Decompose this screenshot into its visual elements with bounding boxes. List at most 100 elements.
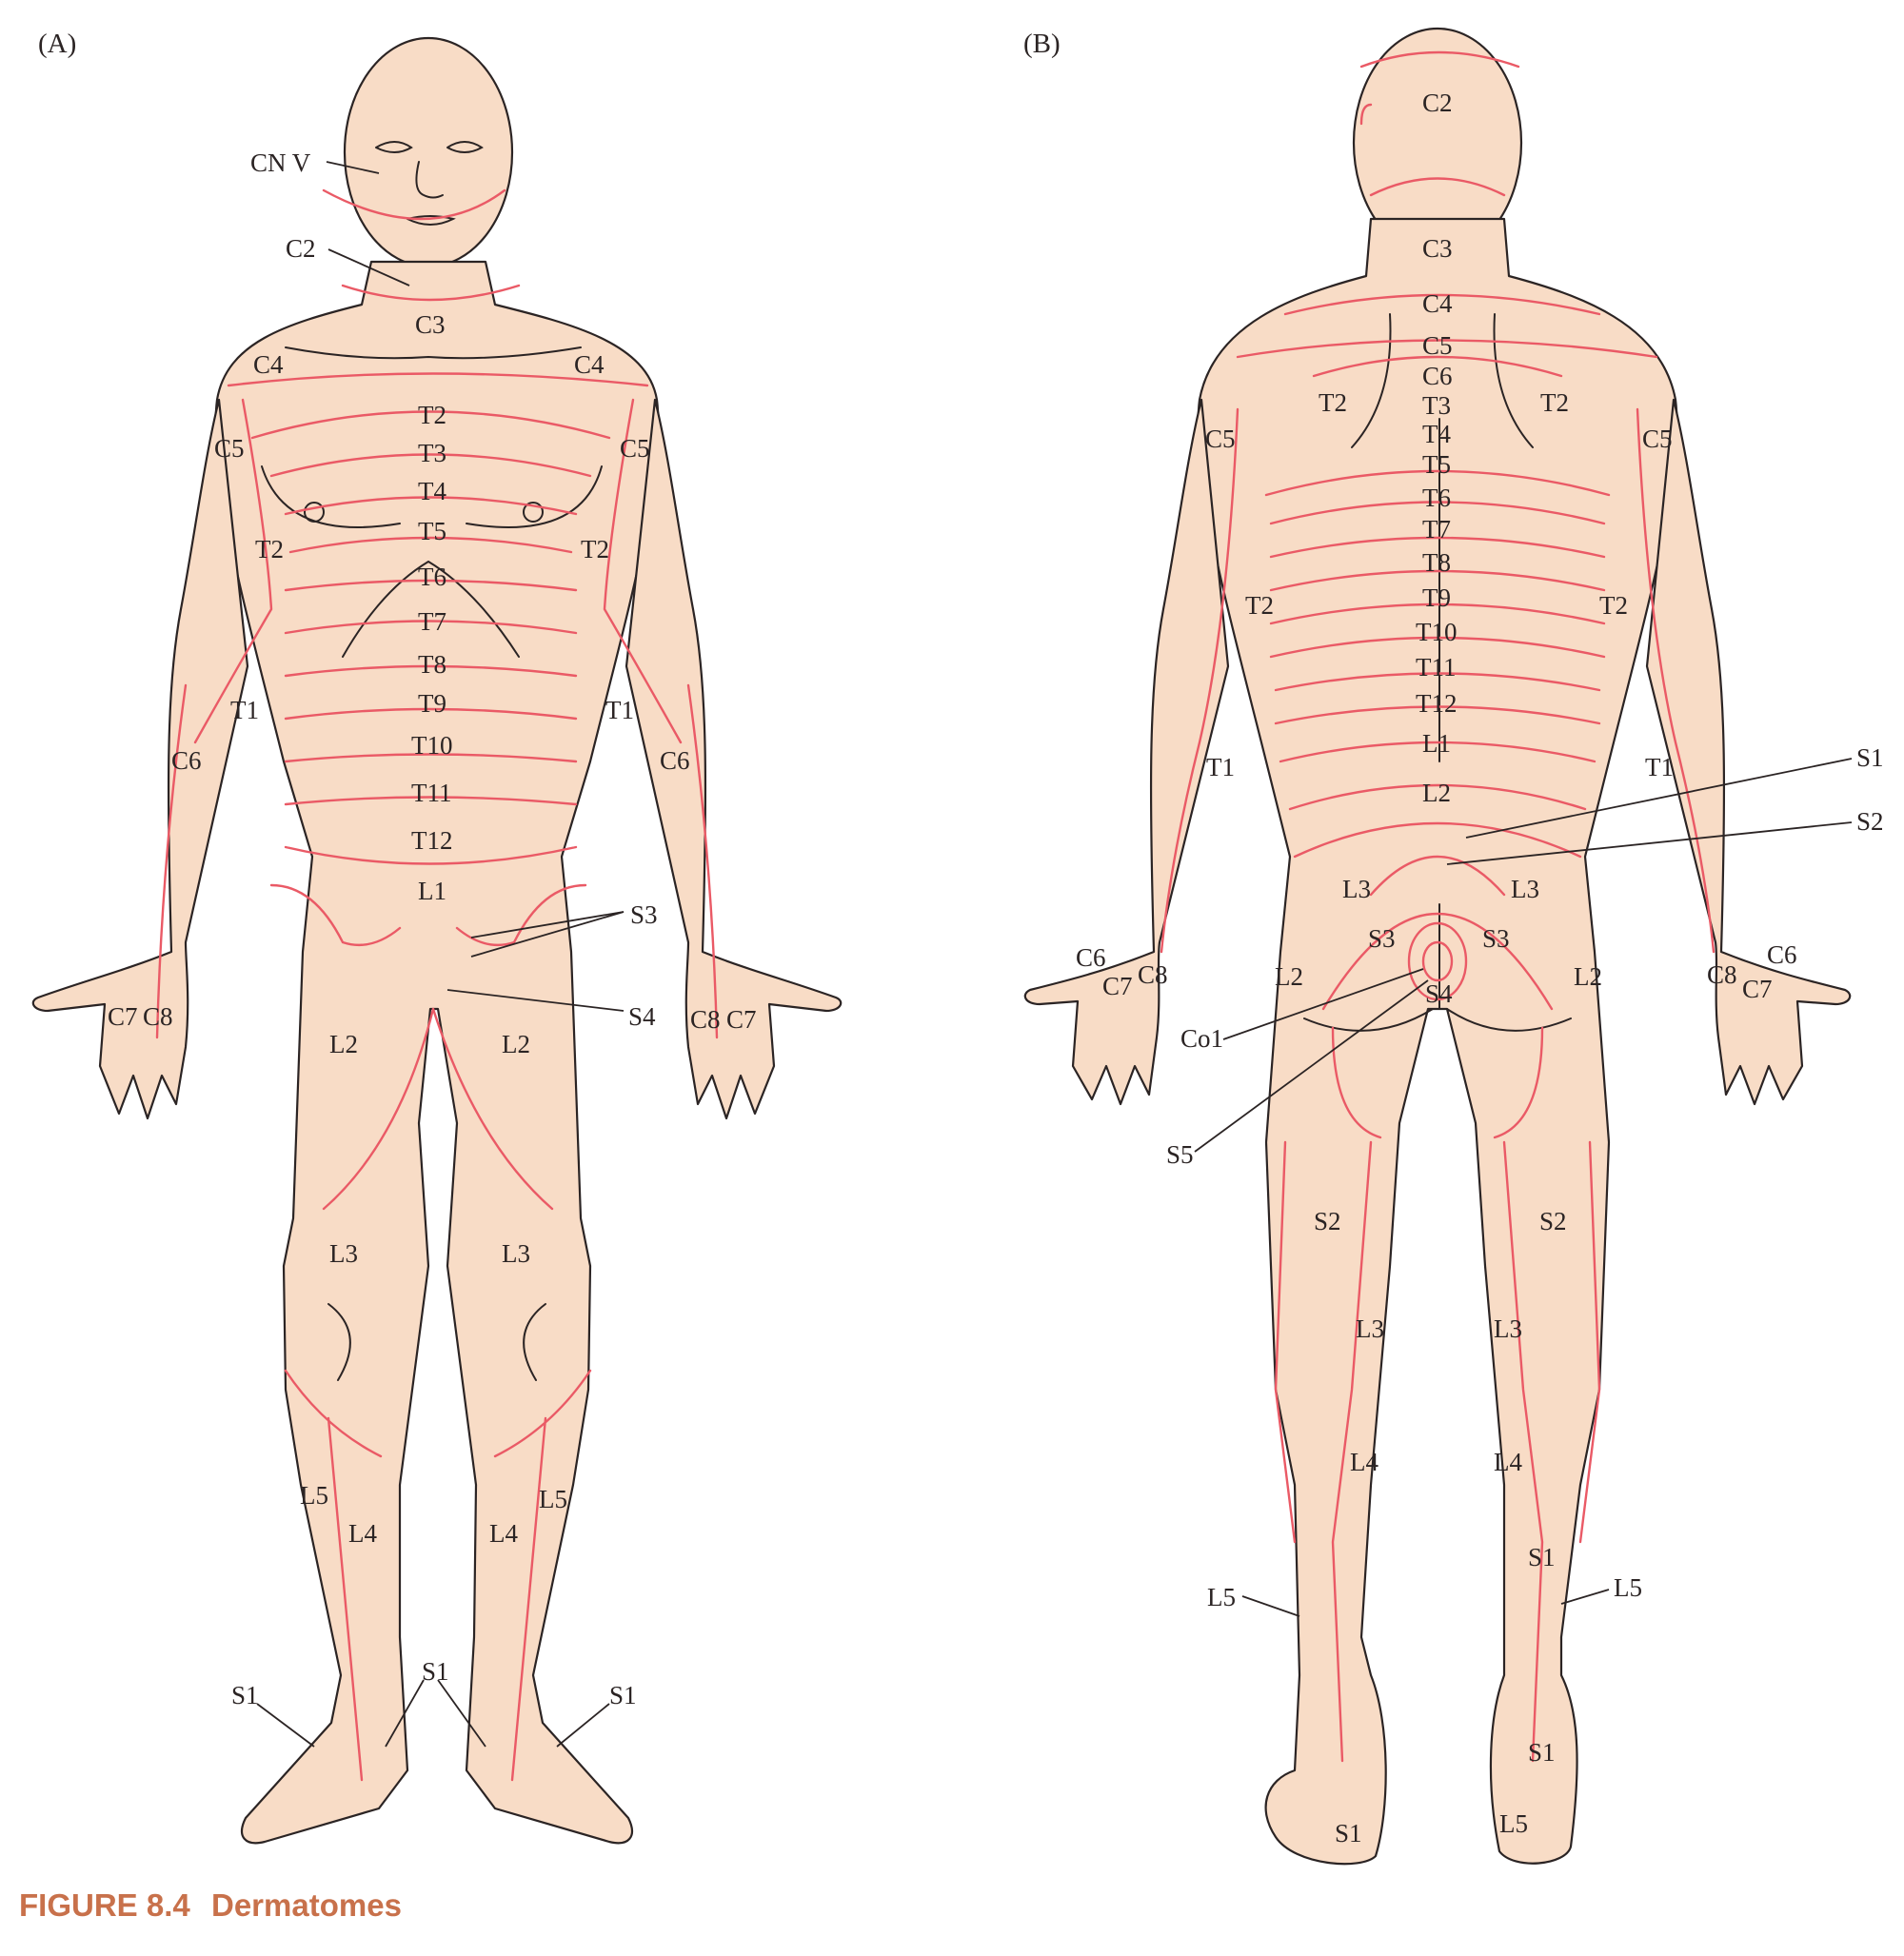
back-label: C8 [1707,960,1737,989]
back-label: C3 [1422,234,1453,263]
front-nose [415,161,444,199]
front-label: T3 [418,439,446,467]
back-label: S3 [1368,924,1396,953]
back-label: S2 [1539,1207,1567,1235]
panel-a-label: (A) [38,29,76,59]
front-label: L4 [348,1519,377,1548]
caption-title: Dermatomes [211,1887,402,1923]
front-pec-left [261,465,401,528]
front-label: C8 [690,1005,721,1034]
front-eye-right [446,141,484,153]
back-label: L5 [1614,1573,1642,1602]
front-view: (A) [31,29,843,1845]
back-label: L4 [1494,1448,1522,1476]
back-label: T5 [1422,450,1451,479]
front-label: L2 [502,1030,530,1058]
front-label: C3 [415,310,446,339]
back-labels: C2 C3 C4 C5 C6 T2 T3 T2 C5 T4 C5 T5 T6 T… [1076,89,1884,1847]
front-label: C4 [574,350,605,379]
front-label: T10 [411,731,453,760]
back-label: L2 [1275,962,1303,991]
back-label: T7 [1422,515,1451,543]
front-label: L3 [502,1239,530,1268]
front-dermatome-lines [155,188,719,1782]
back-gluteal-left [1303,1008,1434,1032]
back-label: C2 [1422,89,1453,117]
back-label: L3 [1494,1314,1522,1343]
caption-figure-number: FIGURE 8.4 [19,1887,190,1923]
front-label: C4 [253,350,284,379]
back-dermatome-lines [1160,50,1716,1763]
back-arm-right [1645,398,1852,1106]
front-label: S3 [630,900,658,929]
front-eye-left [375,141,413,153]
front-label: C6 [171,746,202,775]
front-label: T1 [230,696,259,724]
front-label: L2 [329,1030,358,1058]
back-label: S4 [1425,979,1453,1008]
front-label: C2 [286,234,316,263]
front-label: S4 [628,1002,656,1031]
front-head [343,36,514,268]
back-label: L3 [1511,875,1539,903]
front-label: T1 [605,696,634,724]
back-label: T3 [1422,391,1451,420]
front-label: T9 [418,689,446,718]
back-label: T6 [1422,484,1451,512]
front-label: C8 [143,1002,173,1031]
back-label: T2 [1599,591,1628,620]
back-label: T2 [1319,388,1347,417]
back-leader-lines [1194,758,1853,1617]
back-body-silhouette [1023,27,1852,1866]
front-label: C5 [214,434,245,463]
back-label: T10 [1416,618,1458,646]
front-label: C6 [660,746,690,775]
front-label: L3 [329,1239,358,1268]
front-leader-lines [256,161,625,1748]
back-label: T11 [1416,653,1457,682]
back-label: S2 [1314,1207,1341,1235]
back-label: C5 [1642,425,1673,453]
back-label: T1 [1645,753,1674,781]
back-label: C8 [1138,960,1168,989]
front-labels: CN V C2 C3 C4 C4 T2 C5 C5 T3 T4 T5 T2 T2… [108,148,757,1709]
front-label: T2 [581,535,609,563]
back-label: L2 [1574,962,1602,991]
back-label: T8 [1422,548,1451,577]
back-label: S1 [1528,1543,1556,1571]
front-label: T8 [418,650,446,679]
back-arm-left [1023,398,1230,1106]
front-body-silhouette [31,36,843,1845]
back-label: S1 [1335,1819,1362,1847]
front-label: C7 [108,1002,138,1031]
back-torso [1197,217,1678,1866]
back-label: S3 [1482,924,1510,953]
back-label: Co1 [1180,1024,1223,1053]
back-label: L2 [1422,779,1451,807]
back-label: L4 [1350,1448,1378,1476]
front-label: T2 [418,401,446,429]
front-label: T11 [411,779,452,807]
front-label: C5 [620,434,650,463]
back-view: (B) [1023,27,1884,1866]
front-label: T6 [418,563,446,591]
back-label: T4 [1422,420,1451,448]
back-label: C6 [1076,943,1106,972]
back-label: S2 [1856,807,1884,836]
front-label: L5 [539,1485,567,1513]
front-label: T5 [418,517,446,545]
front-rib-arch [342,560,520,658]
back-scapula-right [1493,313,1534,448]
front-arm-right [625,398,843,1120]
front-label: T12 [411,826,453,855]
front-label: C7 [726,1005,757,1034]
back-label: C5 [1205,425,1236,453]
front-label: T2 [255,535,284,563]
back-label: T12 [1416,689,1458,718]
back-label: C7 [1102,972,1133,1000]
front-knee-right [523,1303,546,1381]
front-clavicle [285,346,582,360]
back-label: L5 [1499,1809,1528,1838]
front-knee-left [327,1303,351,1381]
